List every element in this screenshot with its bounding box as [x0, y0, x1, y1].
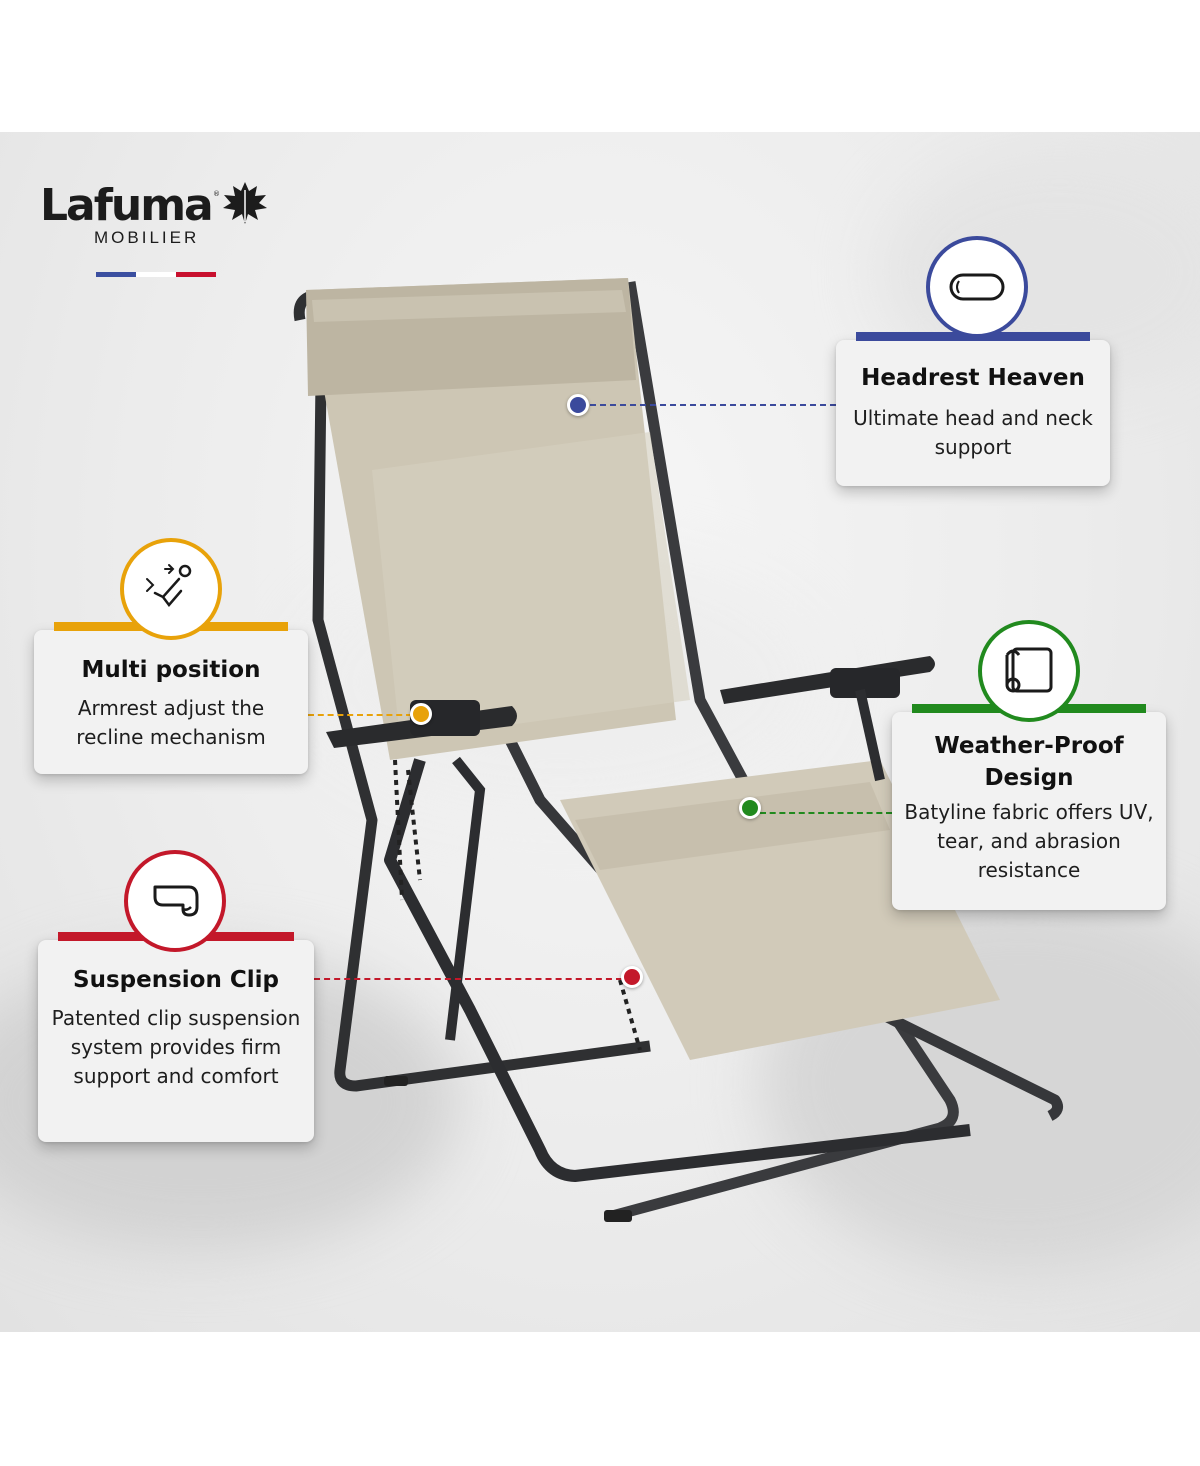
- fabric-roll-icon: [1005, 647, 1053, 693]
- leaf-icon: [223, 182, 267, 224]
- feature-card-suspension-clip: Suspension Clip Patented clip suspension…: [38, 932, 314, 1142]
- feature-description: Patented clip suspension system provides…: [51, 1006, 301, 1088]
- brand-name: Lafuma: [40, 180, 214, 231]
- headrest-leader-line: [590, 404, 836, 406]
- feature-card-headrest: Headrest Heaven Ultimate head and neck s…: [836, 332, 1110, 486]
- brand-subtitle: MOBILIER: [94, 228, 200, 247]
- feature-description: Armrest adjust the recline mechanism: [76, 696, 266, 749]
- feature-title: Headrest Heaven: [861, 365, 1085, 391]
- registered-mark: ®: [213, 190, 220, 198]
- fabric-leader-line: [760, 812, 892, 814]
- feature-badge-suspension-clip: [124, 850, 226, 952]
- feature-description: Ultimate head and neck support: [853, 406, 1093, 459]
- armrest-leader-line: [308, 714, 412, 716]
- feature-card-weather-proof: Weather-Proof Design Batyline fabric off…: [892, 704, 1166, 910]
- feature-badge-multi-position: [120, 538, 222, 640]
- headrest-hotspot[interactable]: [567, 394, 589, 416]
- feature-description: Batyline fabric offers UV, tear, and abr…: [904, 800, 1154, 882]
- flag-stripe-red: [176, 272, 216, 277]
- flag-stripe-blue: [96, 272, 136, 277]
- feature-badge-headrest: [926, 236, 1028, 338]
- fabric-hotspot[interactable]: [739, 797, 761, 819]
- clip-hotspot[interactable]: [621, 966, 643, 988]
- pillow-icon: [949, 273, 1005, 301]
- clip-leader-line: [314, 978, 622, 980]
- clip-icon: [153, 885, 199, 917]
- armrest-hotspot[interactable]: [410, 703, 432, 725]
- feature-title: Suspension Clip: [73, 967, 279, 993]
- flag-stripe-white: [136, 272, 176, 277]
- feature-title: Weather-Proof Design: [934, 733, 1124, 791]
- recline-icon: [146, 564, 192, 607]
- feature-badge-weather-proof: [978, 620, 1080, 722]
- brand-logo: Lafuma ® MOBILIER: [40, 180, 280, 280]
- feature-card-multi-position: Multi position Armrest adjust the reclin…: [34, 622, 308, 774]
- feature-title: Multi position: [81, 657, 261, 683]
